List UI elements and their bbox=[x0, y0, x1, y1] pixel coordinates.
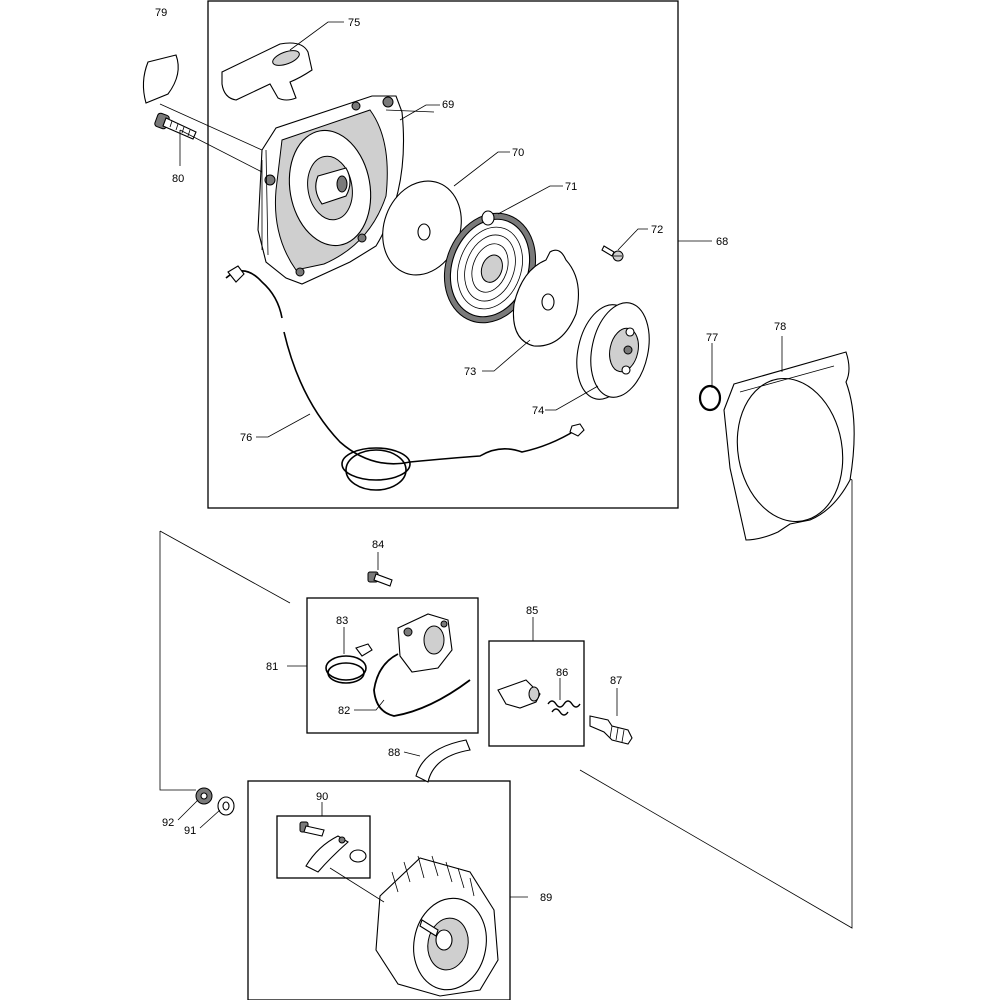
spring-clip-83 bbox=[325, 643, 373, 684]
callout-80: 80 bbox=[172, 173, 184, 185]
nut-92 bbox=[195, 787, 213, 805]
recoil-spring-71 bbox=[443, 210, 537, 324]
bolt-84 bbox=[367, 571, 393, 587]
callout-86: 86 bbox=[556, 667, 568, 679]
callout-91: 91 bbox=[184, 825, 196, 837]
callout-87: 87 bbox=[610, 675, 622, 687]
spring-86 bbox=[547, 700, 581, 716]
callout-85: 85 bbox=[526, 605, 538, 617]
flywheel-89 bbox=[375, 855, 499, 997]
leader-lines bbox=[159, 21, 783, 903]
guide-line-left bbox=[159, 531, 196, 791]
callout-82: 82 bbox=[338, 705, 350, 717]
callout-68: 68 bbox=[716, 236, 728, 248]
callout-73: 73 bbox=[464, 366, 476, 378]
callout-72: 72 bbox=[651, 224, 663, 236]
callout-74: 74 bbox=[532, 405, 544, 417]
spark-plug-87 bbox=[589, 715, 633, 745]
callout-78: 78 bbox=[774, 321, 786, 333]
guide-line-left-diagonal bbox=[159, 530, 291, 604]
callout-84: 84 bbox=[372, 539, 384, 551]
circlip-77 bbox=[698, 384, 722, 412]
hose-88 bbox=[415, 739, 471, 783]
starter-housing-69 bbox=[257, 95, 405, 285]
callout-81: 81 bbox=[266, 661, 278, 673]
guide-line-right bbox=[579, 454, 853, 929]
callout-90: 90 bbox=[316, 791, 328, 803]
callout-71: 71 bbox=[565, 181, 577, 193]
callout-77: 77 bbox=[706, 332, 718, 344]
callout-88: 88 bbox=[388, 747, 400, 759]
recoil-starter-group-box bbox=[207, 0, 679, 509]
spark-plug-cap-group-box bbox=[488, 640, 585, 747]
starter-rope-76 bbox=[225, 265, 585, 491]
callout-79: 79 bbox=[155, 7, 167, 19]
spring-plate-73 bbox=[512, 249, 579, 347]
callout-89: 89 bbox=[540, 892, 552, 904]
pawl-90 bbox=[299, 821, 367, 873]
sticker-79 bbox=[142, 54, 179, 104]
callout-92: 92 bbox=[162, 817, 174, 829]
ignition-coil-group-box bbox=[306, 597, 479, 734]
ignition-coil-81 bbox=[373, 613, 471, 717]
callout-75: 75 bbox=[348, 17, 360, 29]
callout-69: 69 bbox=[442, 99, 454, 111]
starter-handle-75 bbox=[221, 42, 313, 101]
callout-76: 76 bbox=[240, 432, 252, 444]
plug-cap-85 bbox=[497, 679, 541, 709]
callout-70: 70 bbox=[512, 147, 524, 159]
washer-91 bbox=[217, 796, 235, 816]
pawl-group-box bbox=[276, 815, 371, 879]
screw-72 bbox=[601, 245, 624, 262]
rope-pulley-74 bbox=[576, 302, 650, 400]
flywheel-group-box bbox=[247, 780, 511, 1000]
callout-83: 83 bbox=[336, 615, 348, 627]
fan-cover-plate-78 bbox=[723, 351, 855, 541]
